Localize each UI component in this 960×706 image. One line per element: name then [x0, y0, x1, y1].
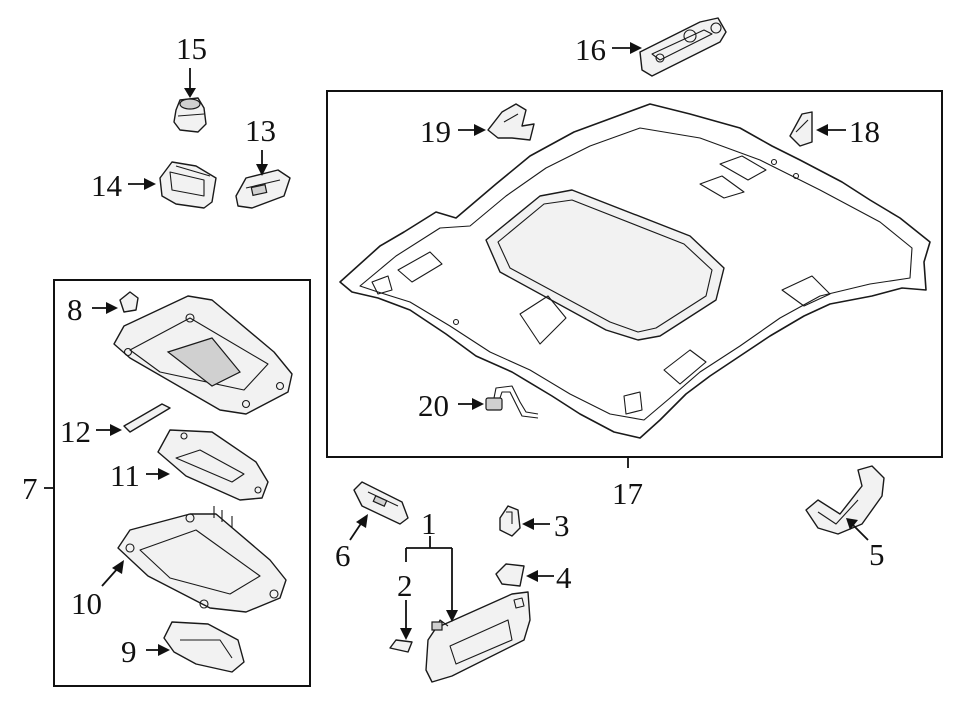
console-group-frame [53, 279, 311, 687]
callout-9: 9 [121, 634, 137, 669]
callout-19: 19 [420, 114, 451, 149]
harness-part-20 [485, 385, 539, 419]
headliner-part [339, 103, 931, 439]
clip-part-2 [389, 639, 413, 653]
callout-12: 12 [60, 414, 91, 449]
callout-5: 5 [869, 537, 885, 572]
clip-part-15 [173, 97, 207, 133]
console-part-main [113, 295, 293, 415]
callout-20: 20 [418, 388, 449, 423]
callout-1: 1 [421, 506, 437, 541]
lamp-part-6 [353, 481, 409, 525]
callout-18: 18 [849, 114, 880, 149]
clip-part-3 [499, 505, 521, 537]
callout-7: 7 [22, 471, 38, 506]
lamp-part-13 [235, 169, 291, 209]
callout-3: 3 [554, 508, 570, 543]
clip-part-18 [789, 111, 813, 147]
callout-4: 4 [556, 560, 572, 595]
callout-15: 15 [176, 31, 207, 66]
callout-6: 6 [335, 538, 351, 573]
trim-strip-part-12 [123, 403, 171, 433]
callout-17: 17 [612, 476, 643, 511]
callout-14: 14 [91, 168, 123, 203]
clip-part-19 [487, 103, 535, 141]
callout-16: 16 [575, 32, 606, 67]
callout-10: 10 [71, 586, 102, 621]
callout-11: 11 [110, 458, 140, 493]
console-frame-part-10 [117, 506, 287, 613]
clip-part-8 [119, 291, 139, 313]
callout-13: 13 [245, 113, 276, 148]
lamp-part-14 [159, 161, 217, 209]
callout-2: 2 [397, 568, 413, 603]
sun-visor-part-1 [425, 591, 531, 683]
leader-lines [44, 42, 869, 656]
console-cover-part-11 [157, 429, 269, 501]
callout-8: 8 [67, 292, 83, 327]
grab-handle-part-5 [805, 465, 885, 535]
headliner-group-frame [326, 90, 943, 458]
clip-part-4 [495, 563, 525, 587]
lamp-lens-part-9 [163, 621, 245, 673]
bracket-part-16 [639, 17, 727, 77]
